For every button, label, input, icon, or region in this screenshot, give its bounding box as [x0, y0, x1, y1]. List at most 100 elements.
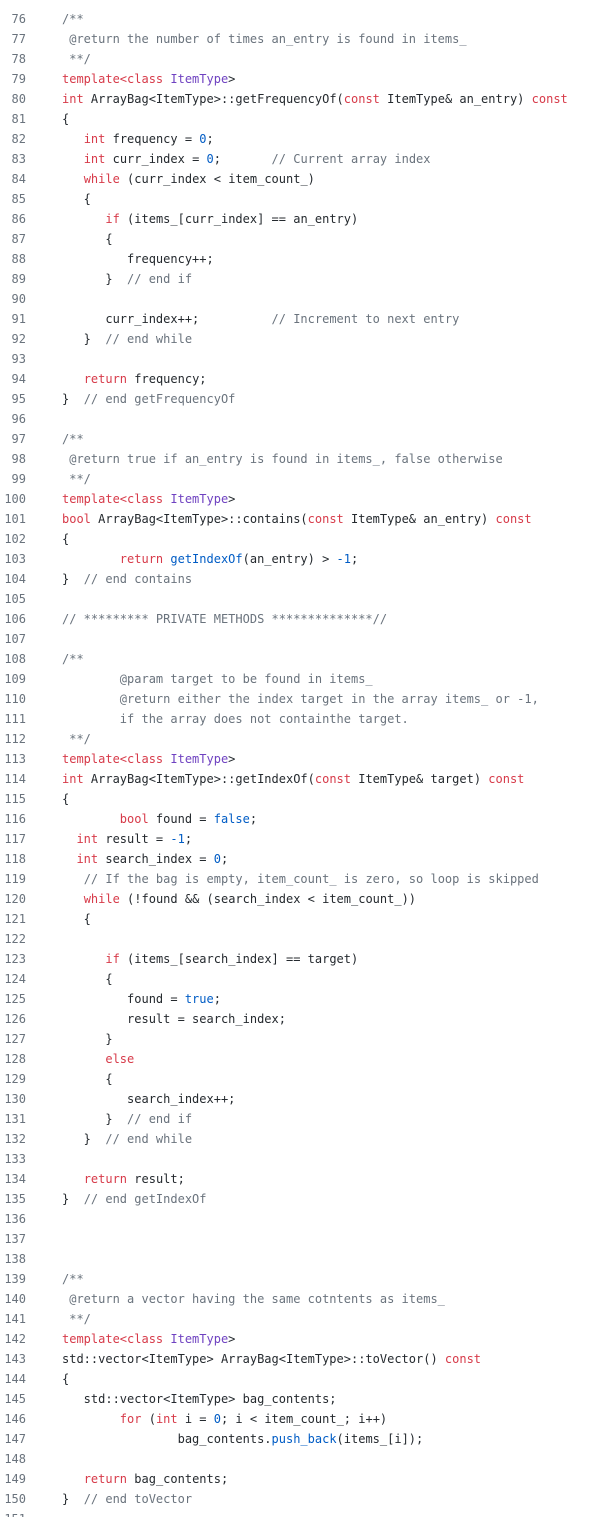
- code-token: int: [62, 92, 91, 106]
- code-token: ItemType& an_entry): [387, 92, 532, 106]
- code-line: 140 @return a vector having the same cot…: [0, 1289, 608, 1309]
- code-token: push_back: [271, 1432, 337, 1446]
- code-token: (an_entry) >: [242, 552, 337, 566]
- code-token: ArrayBag<ItemType>::contains(: [98, 512, 308, 526]
- code-token: [62, 892, 84, 906]
- line-number: 109: [4, 672, 26, 686]
- line-number: 124: [4, 972, 26, 986]
- code-text: {: [62, 109, 69, 129]
- code-token: search_index++;: [62, 1092, 236, 1106]
- code-line: 131 } // end if: [0, 1109, 608, 1129]
- code-token: curr_index =: [112, 152, 207, 166]
- code-text: } // end if: [62, 269, 192, 289]
- code-text: } // end while: [62, 1129, 192, 1149]
- code-token: [62, 872, 84, 886]
- code-token: {: [62, 972, 113, 986]
- code-token: >: [228, 1332, 236, 1346]
- code-token: }: [62, 1132, 106, 1146]
- code-token: while: [83, 892, 128, 906]
- code-token: ;: [249, 812, 258, 826]
- line-number: 149: [4, 1472, 26, 1486]
- code-line: 81{: [0, 109, 608, 129]
- code-text: template<class ItemType>: [62, 489, 235, 509]
- code-text: @return true if an_entry is found in ite…: [62, 449, 502, 469]
- line-number: 148: [4, 1452, 26, 1466]
- code-token: }: [62, 272, 128, 286]
- line-number: 89: [11, 272, 26, 286]
- code-token: // If the bag is empty, item_count_ is z…: [83, 872, 539, 886]
- line-number: 146: [4, 1412, 26, 1426]
- line-number: 125: [4, 992, 26, 1006]
- line-number: 95: [11, 392, 26, 406]
- code-token: // end if: [127, 1112, 193, 1126]
- code-line: 94 return frequency;: [0, 369, 608, 389]
- code-token: [62, 132, 84, 146]
- code-text: return bag_contents;: [62, 1469, 229, 1489]
- line-number: 151: [0, 1509, 26, 1517]
- code-token: ItemType: [170, 752, 229, 766]
- code-token: if: [105, 212, 128, 226]
- code-token: @param target to be found in items_: [62, 672, 373, 686]
- line-number: 92: [11, 332, 26, 346]
- code-text: {: [62, 909, 91, 929]
- code-token: [62, 1472, 84, 1486]
- code-token: 0: [199, 132, 207, 146]
- code-line: 78 **/: [0, 49, 608, 69]
- code-text: if (items_[search_index] == target): [62, 949, 358, 969]
- line-number: 79: [11, 72, 26, 86]
- code-token: [62, 812, 120, 826]
- code-text: int frequency = 0;: [62, 129, 214, 149]
- line-number: 123: [4, 952, 26, 966]
- code-token: template<class: [62, 72, 171, 86]
- code-token: return: [119, 552, 171, 566]
- code-text: } // end getFrequencyOf: [62, 389, 235, 409]
- code-text: frequency++;: [62, 249, 214, 269]
- code-token: search_index =: [105, 852, 214, 866]
- code-text: }: [62, 1029, 112, 1049]
- code-text: curr_index++; // Increment to next entry: [62, 309, 459, 329]
- code-line: 144{: [0, 1369, 608, 1389]
- code-token: -1: [336, 552, 351, 566]
- line-number: 143: [4, 1352, 26, 1366]
- code-token: ;: [213, 992, 221, 1006]
- code-text: **/: [62, 469, 91, 489]
- code-line: 98 @return true if an_entry is found in …: [0, 449, 608, 469]
- code-token: int: [76, 832, 106, 846]
- code-token: int: [155, 1412, 185, 1426]
- code-token: else: [105, 1052, 135, 1066]
- code-line: 99 **/: [0, 469, 608, 489]
- code-text: } // end contains: [62, 569, 192, 589]
- code-token: // end contains: [83, 572, 193, 586]
- code-line: 130 search_index++;: [0, 1089, 608, 1109]
- code-line: 95 } // end getFrequencyOf: [0, 389, 608, 409]
- code-token: int: [62, 772, 91, 786]
- line-number: 138: [4, 1252, 26, 1266]
- code-text: // ********* PRIVATE METHODS ***********…: [62, 609, 387, 629]
- code-token: // end if: [127, 272, 193, 286]
- code-line: 122: [0, 929, 608, 949]
- code-text: {: [62, 969, 113, 989]
- code-line: 93: [0, 349, 608, 369]
- line-number: 144: [4, 1372, 26, 1386]
- code-text: while (!found && (search_index < item_co…: [62, 889, 416, 909]
- code-token: (items_[i]);: [336, 1432, 424, 1446]
- line-number: 82: [11, 132, 26, 146]
- code-token: ArrayBag<ItemType>::getFrequencyOf(: [90, 92, 344, 106]
- code-token: if the array does not containthe target.: [62, 712, 409, 726]
- code-line: 149 return bag_contents;: [0, 1469, 608, 1489]
- code-token: curr_index++;: [62, 312, 272, 326]
- code-token: bool: [62, 512, 99, 526]
- code-line: 135} // end getIndexOf: [0, 1189, 608, 1209]
- code-token: return: [83, 372, 135, 386]
- code-text: **/: [62, 729, 91, 749]
- code-line: 105: [0, 589, 608, 609]
- line-number: 135: [4, 1192, 26, 1206]
- code-line: 111 if the array does not containthe tar…: [0, 709, 608, 729]
- code-token: result;: [134, 1172, 185, 1186]
- line-number: 78: [11, 52, 26, 66]
- code-token: 0: [213, 852, 221, 866]
- code-token: template<class: [62, 492, 171, 506]
- code-line: 129 {: [0, 1069, 608, 1089]
- line-number: 112: [4, 732, 26, 746]
- line-number: 126: [4, 1012, 26, 1026]
